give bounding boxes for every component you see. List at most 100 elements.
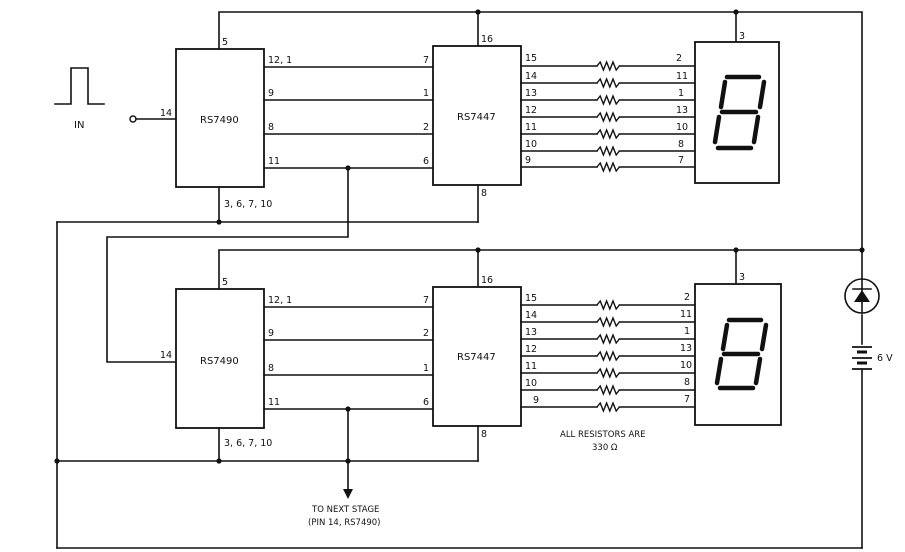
display-1-pin-5: 10 — [676, 122, 688, 133]
segments-1 — [712, 74, 767, 151]
decoder-1-in-2: 1 — [423, 88, 429, 99]
resistor-icon — [596, 111, 620, 123]
stage-2-ground-wiring — [54, 406, 479, 492]
resistor-icon — [596, 401, 620, 413]
counter-1-out-1: 12, 1 — [268, 55, 292, 66]
display-2-pin-top: 3 — [739, 272, 745, 283]
counter-1-out-4: 11 — [268, 156, 280, 167]
counter-2-out-3: 8 — [268, 363, 274, 374]
counter-1-name: RS7490 — [200, 115, 239, 126]
battery-label: 6 V — [877, 353, 893, 364]
decoder-1-in-4: 6 — [423, 156, 429, 167]
counter-1-pin-bottom: 3, 6, 7, 10 — [224, 199, 272, 210]
diode-icon — [844, 278, 880, 314]
decoder-1-pin-bottom: 8 — [481, 188, 487, 199]
decoder-1-out-2: 14 — [525, 71, 537, 82]
stage-1-ground-wiring — [56, 165, 479, 549]
input-terminal — [129, 115, 177, 123]
resistor-icon — [596, 94, 620, 106]
decoder-2-pin-top: 16 — [481, 275, 493, 286]
decoder-chip-2 — [432, 286, 522, 427]
display-1-pin-top: 3 — [739, 31, 745, 42]
resistor-icon — [596, 333, 620, 345]
counter-chip-1 — [175, 48, 265, 188]
decoder-1-out-3: 13 — [525, 88, 537, 99]
display-1-pin-7: 7 — [678, 155, 684, 166]
decoder-2-out-1: 15 — [525, 293, 537, 304]
decoder-chip-1 — [432, 45, 522, 186]
resistor-note-line-1: ALL RESISTORS ARE — [560, 430, 646, 440]
counter-2-pin-in: 14 — [160, 350, 172, 361]
resistor-icon — [596, 60, 620, 72]
counter-2-out-4: 11 — [268, 397, 280, 408]
resistor-icon — [596, 128, 620, 140]
input-pin-label: 14 — [160, 108, 172, 119]
decoder-2-out-4: 12 — [525, 344, 537, 355]
resistor-icon — [596, 367, 620, 379]
decoder-1-in-3: 2 — [423, 122, 429, 133]
display-1-pin-1: 2 — [676, 53, 682, 64]
counter-1-pin-top: 5 — [222, 37, 228, 48]
resistor-icon — [596, 299, 620, 311]
segments-2 — [714, 317, 769, 391]
decoder-2-out-6: 10 — [525, 378, 537, 389]
resistor-icon — [596, 350, 620, 362]
decoder-2-in-4: 6 — [423, 397, 429, 408]
decoder-1-out-1: 15 — [525, 53, 537, 64]
resistor-icon — [596, 77, 620, 89]
input-pulse-symbol — [54, 67, 105, 105]
decoder-2-in-2: 2 — [423, 328, 429, 339]
right-supply-wiring — [56, 249, 863, 549]
counter-2-out-1: 12, 1 — [268, 295, 292, 306]
decoder-1-pin-top: 16 — [481, 34, 493, 45]
display-2-pin-6: 8 — [684, 377, 690, 388]
decoder-2-out-2: 14 — [525, 310, 537, 321]
counter-chip-2 — [175, 288, 265, 429]
decoder-2-out-7: 9 — [533, 395, 539, 406]
next-stage-arrow — [343, 489, 353, 499]
top-power-rail — [218, 9, 863, 251]
counter-1-out-2: 9 — [268, 88, 274, 99]
display-2-pin-2: 11 — [680, 309, 692, 320]
input-label: IN — [74, 120, 84, 131]
decoder-1-in-1: 7 — [423, 55, 429, 66]
decoder-1-out-4: 12 — [525, 105, 537, 116]
decoder-2-out-3: 13 — [525, 327, 537, 338]
decoder-1-name: RS7447 — [457, 112, 496, 123]
resistor-array-1 — [520, 60, 696, 173]
resistor-icon — [596, 145, 620, 157]
decoder-2-in-1: 7 — [423, 295, 429, 306]
display-1-pin-4: 13 — [676, 105, 688, 116]
display-2-pin-3: 1 — [684, 326, 690, 337]
display-1-pin-2: 11 — [676, 71, 688, 82]
resistor-note-line-2: 330 Ω — [592, 443, 618, 453]
counter-2-pin-top: 5 — [222, 277, 228, 288]
display-2-pin-1: 2 — [684, 292, 690, 303]
counter-2-pin-bottom: 3, 6, 7, 10 — [224, 438, 272, 449]
decoder-2-pin-bottom: 8 — [481, 429, 487, 440]
decoder-1-out-5: 11 — [525, 122, 537, 133]
display-2-pin-7: 7 — [684, 394, 690, 405]
battery-icon — [852, 346, 872, 370]
display-2-pin-4: 13 — [680, 343, 692, 354]
second-power-rail — [218, 247, 865, 290]
resistor-icon — [596, 316, 620, 328]
decoder-1-out-7: 9 — [525, 155, 531, 166]
display-1-pin-6: 8 — [678, 139, 684, 150]
next-stage-line-2: (PIN 14, RS7490) — [308, 518, 380, 528]
decoder-2-out-5: 11 — [525, 361, 537, 372]
counter-1-out-3: 8 — [268, 122, 274, 133]
decoder-1-out-6: 10 — [525, 139, 537, 150]
display-1-pin-3: 1 — [678, 88, 684, 99]
bus-1 — [263, 66, 434, 169]
resistor-icon — [596, 161, 620, 173]
next-stage-line-1: TO NEXT STAGE — [311, 505, 379, 515]
display-2-pin-5: 10 — [680, 360, 692, 371]
decoder-2-name: RS7447 — [457, 352, 496, 363]
counter-2-name: RS7490 — [200, 356, 239, 367]
bus-2 — [263, 306, 434, 410]
resistor-array-2 — [520, 299, 696, 413]
counter-2-out-2: 9 — [268, 328, 274, 339]
decoder-2-in-3: 1 — [423, 363, 429, 374]
